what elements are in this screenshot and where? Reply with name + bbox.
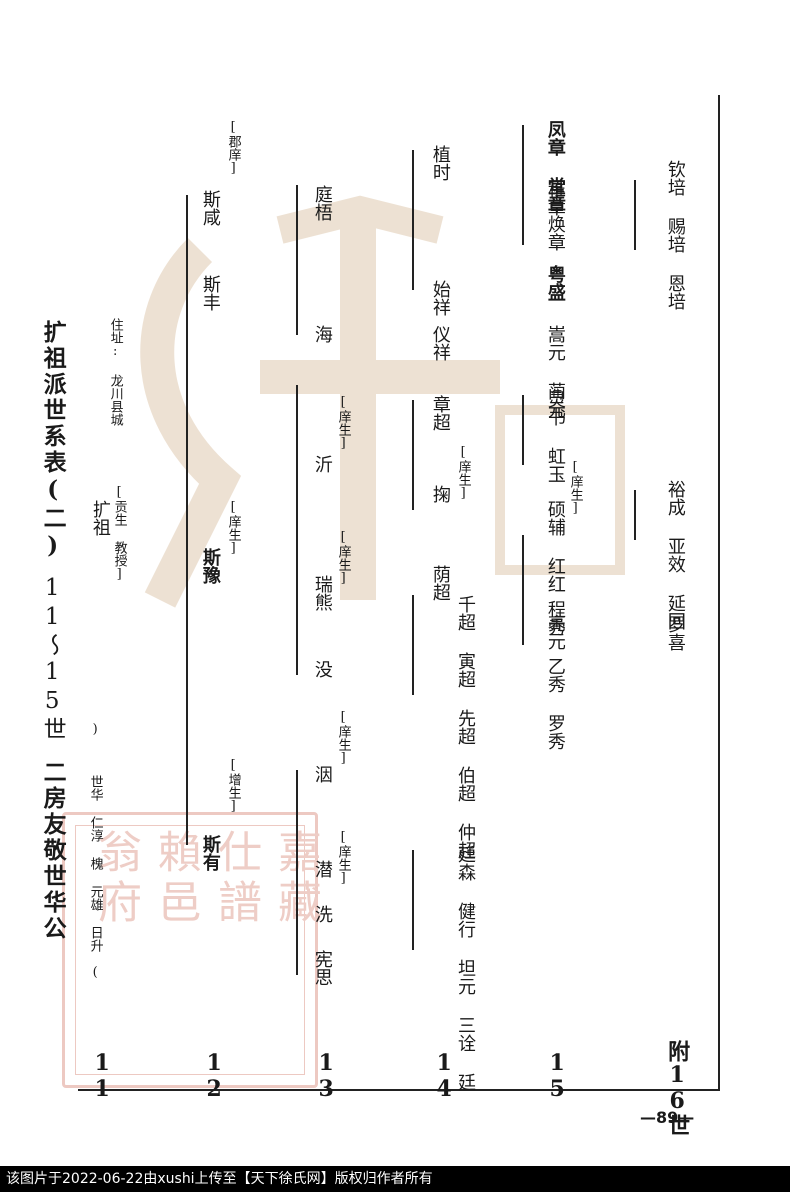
person-siyu-note: [庠生] [225, 500, 241, 556]
connector-g14-b [412, 400, 414, 510]
stamp-text-1: 翁府 [90, 829, 141, 929]
gen15-group-b-note: [庠生] [567, 460, 583, 516]
red-seal-stamp: 翁府 賴邑 仕譜 嘉藏 [62, 812, 321, 1088]
person-siyou-note: [增生] [225, 758, 241, 814]
person-kuozu: 扩祖 [89, 500, 111, 536]
connector-g13-right [296, 185, 298, 335]
person-sixian-note: [郡庠] [225, 120, 241, 176]
stamp-text-3: 仕譜 [210, 829, 261, 929]
person-sifeng: 斯丰 [199, 275, 221, 311]
generation-11: 11 [89, 1050, 116, 1102]
generation-15: 15 [544, 1050, 571, 1102]
gen15-group-e: 粤盛 [544, 265, 566, 301]
page-title-middle: 11～15世 [39, 575, 66, 743]
person-xiansi: 宪思 [311, 950, 333, 986]
address-note: 住址: 龙川县城 [107, 318, 123, 426]
gen16-group-b: 裕成 亚效 延回 [664, 480, 686, 630]
gen15-group-h: 凤章 堂章 [544, 120, 566, 213]
gen14-group-f: 仪祥 [429, 325, 451, 361]
footer-banner: 该图片于2022-06-22由xushi上传至【天下徐氏网】版权归作者所有 [0, 1166, 790, 1192]
page-number: —89— [640, 1108, 695, 1127]
person-tingwu: 庭梧 [311, 185, 333, 221]
connector-g15-a [522, 125, 524, 245]
person-xin-note: [庠生] [335, 395, 351, 451]
connector-g14-c [412, 595, 414, 695]
person-hai: 海 [311, 325, 333, 343]
gen14-group-b: 千超 寅超 先超 伯超 仲超 [455, 595, 476, 859]
connector-g15-b [522, 395, 524, 465]
connector-g16-a [634, 180, 636, 250]
gen15-group-f: 焕章 [544, 215, 566, 251]
gen15-group-b: 硕辅 红红 亮元 [544, 500, 566, 650]
person-qian: 潜 [311, 860, 333, 878]
gen14-group-h: 植时 [429, 145, 451, 181]
person-siyou: 斯有 [199, 835, 221, 871]
person-qian-note: [庠生] [335, 830, 351, 886]
stamp-text-2: 賴邑 [150, 829, 201, 929]
person-ruixiong-note: [庠生] [335, 530, 351, 586]
person-siyu: 斯豫 [199, 548, 221, 584]
page-title-left: 二房友敬世华公 [39, 760, 67, 942]
connector-g13-mid [296, 385, 298, 675]
person-mo: 没 [311, 660, 333, 678]
generation-12: 12 [201, 1050, 228, 1102]
generation-13: 13 [313, 1050, 340, 1102]
gen15-group-d: 嵩元 蔺元 [544, 325, 566, 418]
gen14-group-g: 始祥 [429, 280, 451, 316]
person-kuozu-note: [贡生 教授] [111, 485, 127, 582]
connector-g12 [186, 195, 188, 845]
gen14-group-e: 章超 [429, 395, 451, 431]
gen15-group-g: 稚章 [544, 180, 566, 216]
stamp-text-4: 嘉藏 [270, 829, 321, 929]
header-g11-row: 世华 仁淳 槐 元雄 日升 [87, 775, 103, 952]
gen15-group-c: 灵书 虹玉 [544, 390, 566, 483]
connector-g14-a [412, 150, 414, 290]
gen14-group-c: 荫超 [429, 565, 451, 601]
header-bracket-close: ) [87, 722, 103, 737]
gen14-group-a: 廷森 健行 坦元 三诠 廷 [455, 845, 476, 1091]
person-yin: 洇 [311, 765, 333, 783]
connector-g16-b [634, 490, 636, 540]
generation-16: 附16世 [664, 1040, 691, 1136]
page-title-right: 扩祖派世系表(二) [39, 320, 67, 562]
gen15-group-a: 程秀 乙秀 罗秀 [544, 600, 566, 750]
person-sixian: 斯咸 [199, 190, 221, 226]
gen14-group-d-note: [庠生] [455, 445, 471, 501]
table-frame [78, 95, 720, 1091]
header-bracket-open: ( [87, 965, 103, 980]
connector-g14-d [412, 850, 414, 950]
person-ruixiong: 瑞熊 [311, 575, 333, 611]
connector-g15-c [522, 535, 524, 645]
person-xin: 沂 [311, 455, 333, 473]
connector-g13-left [296, 770, 298, 975]
gen16-group-c: 钦培 赐培 恩培 [664, 160, 686, 310]
generation-14: 14 [431, 1050, 458, 1102]
person-yin-note: [庠生] [335, 710, 351, 766]
gen16-group-a: 罗喜 [664, 615, 686, 651]
person-xian: 洗 [311, 905, 333, 923]
gen14-group-d: 掬 [429, 485, 451, 503]
